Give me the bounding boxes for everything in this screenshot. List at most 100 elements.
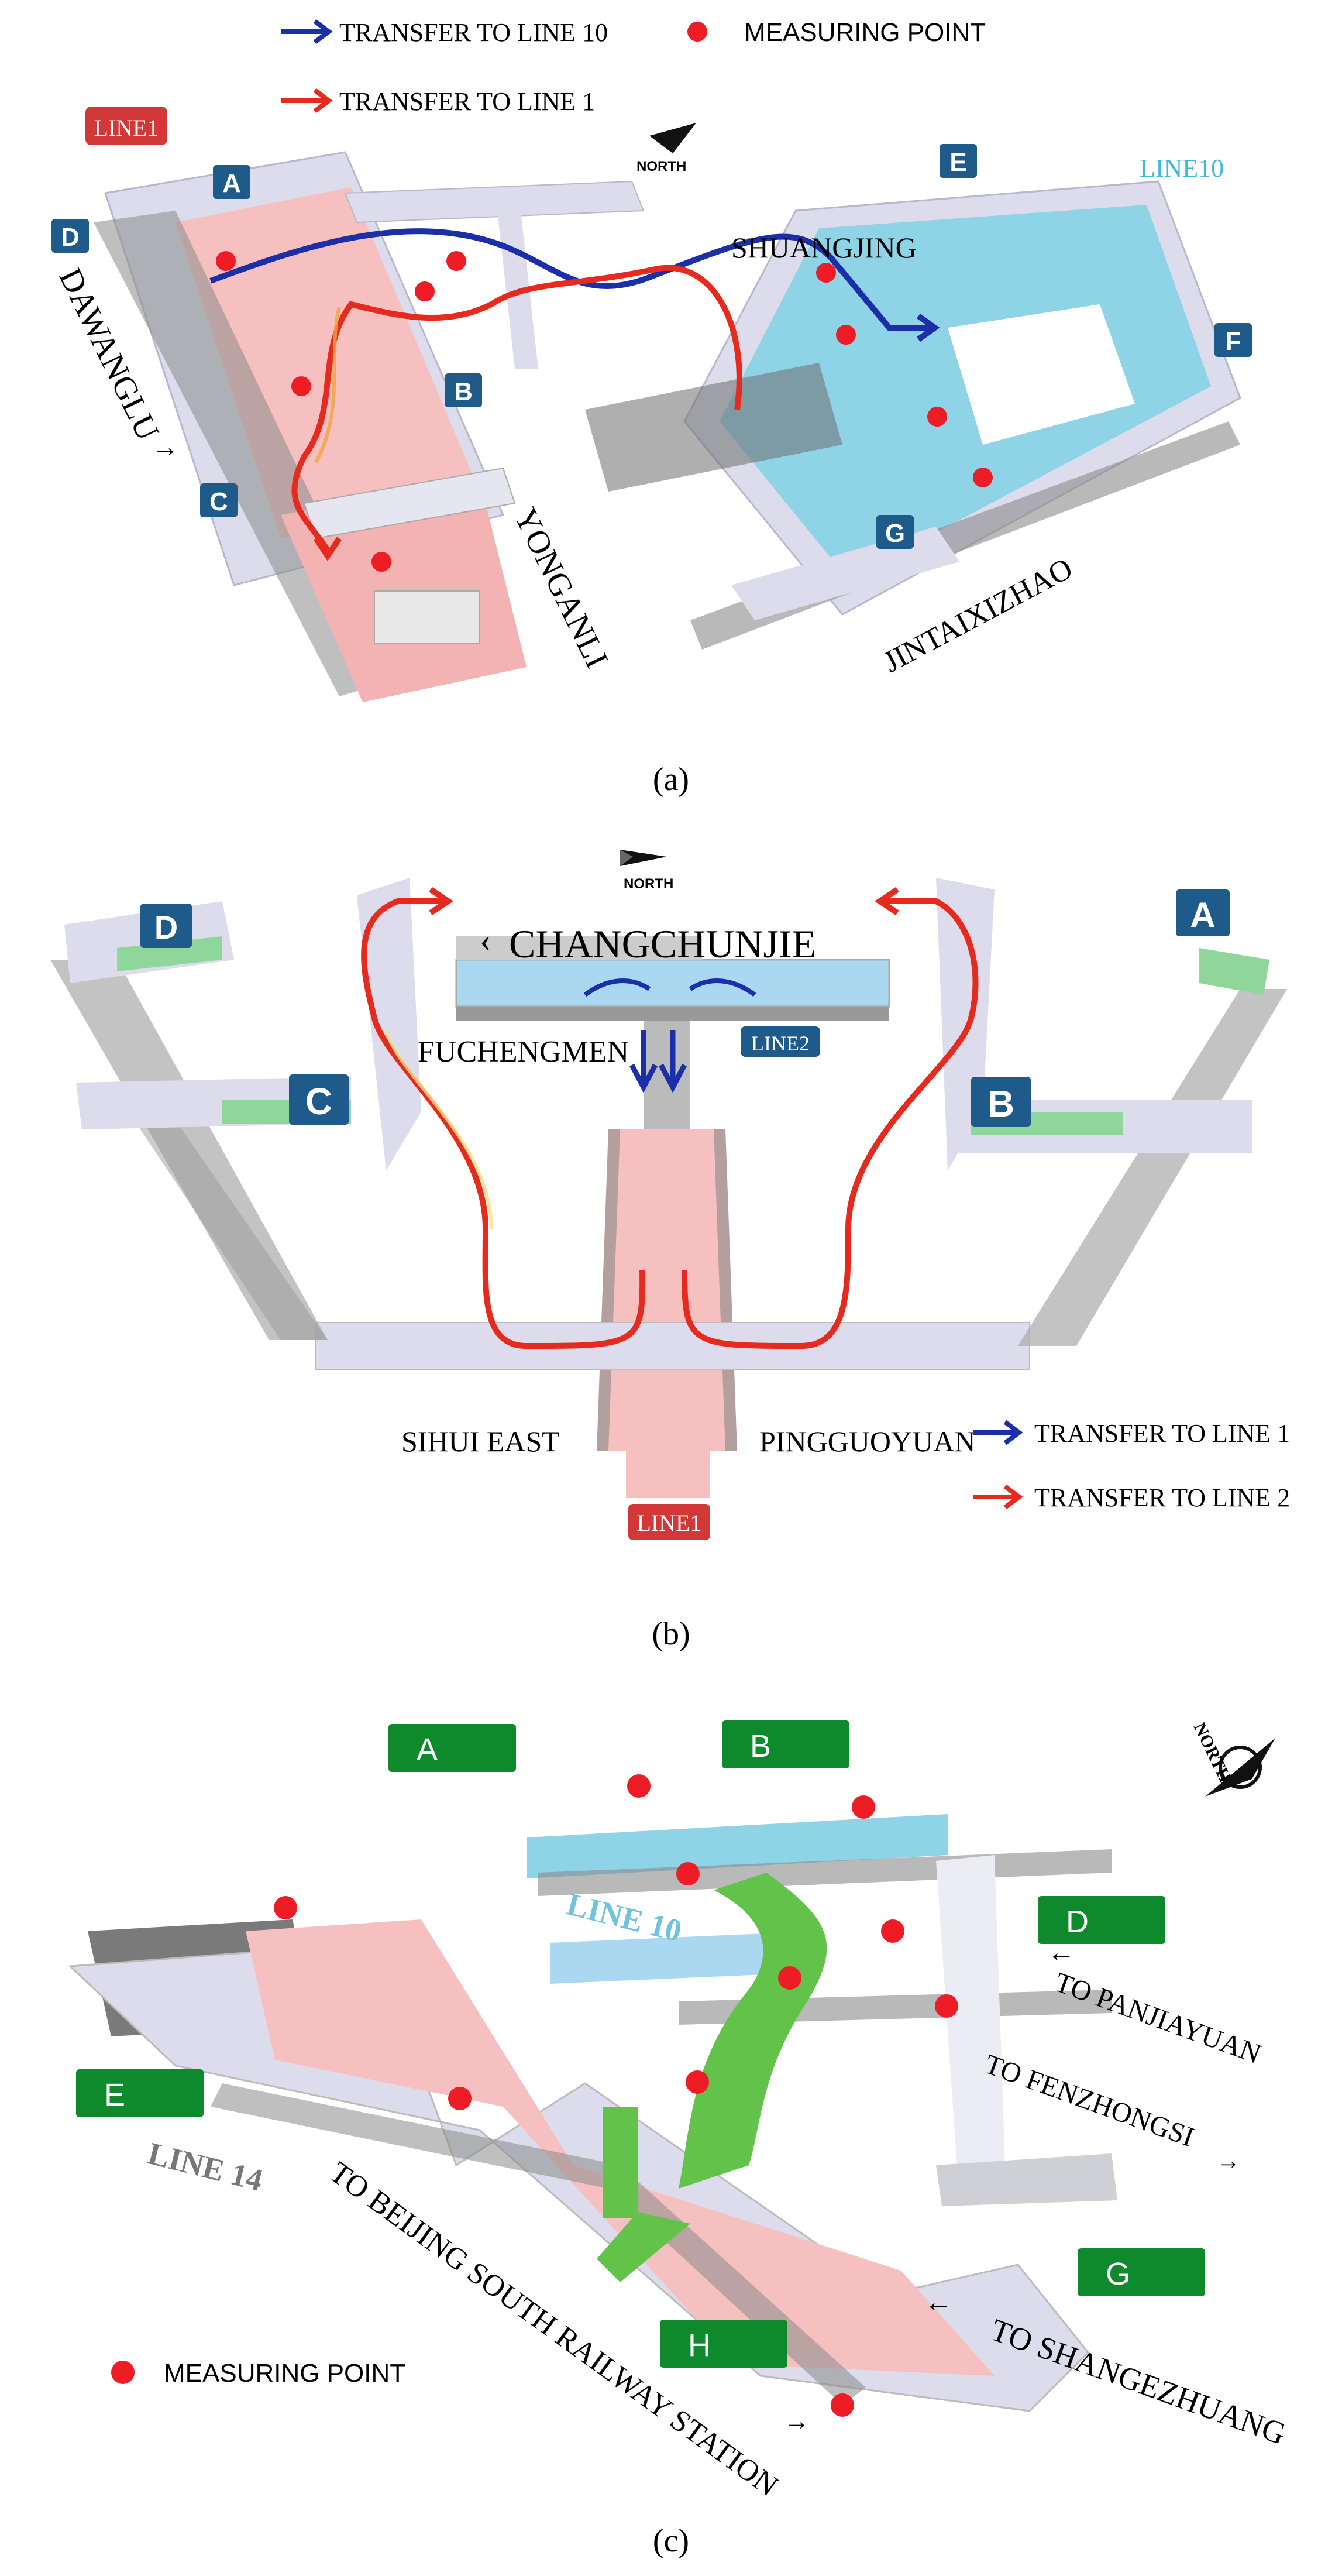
direction-changchunjie: CHANGCHUNJIE [509, 922, 816, 966]
route-b-right-arrowhead-icon [874, 887, 899, 916]
measuring-point [816, 263, 836, 283]
route-transfer-to-line1 [291, 265, 742, 552]
line1-badge-b [628, 1504, 710, 1540]
entrance-a-c: A [388, 1724, 516, 1772]
direction-changchunjie-arrow-icon: ‹ [480, 921, 491, 959]
route-line1-arrowhead-icon [313, 537, 342, 562]
legend-c-measuring-point-icon [111, 2361, 135, 2384]
measuring-point [448, 2087, 472, 2110]
entrance-a-a-label: A [222, 169, 241, 198]
measuring-points-a [216, 251, 993, 572]
line1-badge-b-label: LINE1 [636, 1510, 701, 1536]
entrance-e-a-label: E [949, 148, 966, 177]
entrance-b-b: B [971, 1077, 1031, 1127]
direction-fuchengmen: FUCHENGMEN [418, 1035, 629, 1069]
entrance-d-a: D [51, 219, 89, 253]
line2-badge-b [741, 1026, 820, 1057]
measuring-point [627, 1774, 651, 1798]
line10-label-c: LINE 10 [563, 1886, 685, 1948]
direction-fenzhongsi-arrow-icon: → [1217, 2148, 1240, 2174]
legend-b-transfer-line2-label: TRANSFER TO LINE 2 [1034, 1483, 1290, 1512]
legend-b: TRANSFER TO LINE 1 TRANSFER TO LINE 2 [973, 1419, 1290, 1512]
legend-b-transfer-line1-arrow-icon [973, 1420, 1023, 1445]
legend-transfer-line1-arrow-icon [281, 88, 333, 114]
measuring-point [881, 1919, 904, 1943]
measuring-point [291, 376, 311, 396]
route-b-left-arrowhead-icon [429, 887, 454, 916]
line14-label-c: LINE 14 [144, 2135, 266, 2197]
measuring-point [274, 1896, 297, 1919]
entrance-d-c-label: D [1066, 1904, 1089, 1939]
route-b-to-line2-left [361, 898, 646, 1349]
line10-badge-a-label: LINE10 [1140, 154, 1224, 183]
direction-beijing-south-arrow-icon: → [784, 2407, 810, 2436]
entrance-a-c-label: A [417, 1732, 438, 1767]
entrance-c-a: C [200, 483, 238, 517]
legend-transfer-line10-arrow-icon [281, 19, 333, 44]
entrance-a-b-label: A [1190, 895, 1215, 935]
line10-station-a [585, 180, 1241, 650]
direction-to-panjiayuan: TO PANJIAYUAN [1051, 1967, 1265, 2070]
north-arrow-b-icon [620, 850, 667, 866]
measuring-point [371, 552, 391, 572]
entrance-b-c: B [722, 1720, 849, 1768]
entrance-b-c-label: B [750, 1729, 771, 1764]
north-arrow-c-icon [1205, 1738, 1275, 1797]
measuring-point [778, 1966, 801, 1990]
entrance-d-b-label: D [154, 909, 178, 946]
route-transfer-to-line10 [209, 228, 930, 331]
measuring-points-c [274, 1774, 958, 2417]
entrance-e-c-label: E [104, 2077, 125, 2113]
legend-b-transfer-line1-label: TRANSFER TO LINE 1 [1034, 1419, 1290, 1448]
entrance-e-c: E [76, 2069, 204, 2117]
entrance-e-a: E [940, 144, 977, 178]
line1-badge-a [85, 107, 167, 145]
entrance-a-a: A [213, 165, 250, 199]
entrance-g-c: G [1078, 2248, 1205, 2296]
direction-to-fenzhongsi: TO FENZHONGSI [980, 2049, 1198, 2153]
measuring-point [446, 251, 466, 271]
route-line10-arrowhead-icon [917, 313, 940, 342]
legend-measuring-point-label: MEASURING POINT [744, 18, 986, 47]
north-arrow-a-icon [649, 123, 696, 153]
entrance-b-b-label: B [987, 1083, 1014, 1125]
entrance-d-b: D [140, 904, 192, 948]
route-b-to-line2-right [682, 898, 979, 1349]
route-b-to-line1-arrows-icon [583, 978, 756, 1093]
direction-shangezhuang-arrow-icon: ← [924, 2287, 952, 2318]
entrance-f-a: F [1214, 323, 1252, 357]
line1-badge-a-label: LINE1 [94, 115, 159, 141]
panel-b: NORTH [50, 850, 1290, 1652]
entrance-c-b-label: C [305, 1080, 332, 1122]
entrance-g-a: G [876, 515, 914, 549]
entrance-d-a-label: D [61, 223, 80, 252]
legend-b-transfer-line2-arrow-icon [973, 1484, 1023, 1510]
legend-c-measuring-point-label: MEASURING POINT [164, 2359, 405, 2388]
measuring-point [415, 281, 435, 301]
entrance-g-a-label: G [885, 519, 905, 548]
legend-transfer-line10-label: TRANSFER TO LINE 10 [339, 18, 608, 47]
legend-measuring-point-icon [687, 22, 707, 42]
entrance-h-c: H [660, 2320, 787, 2368]
panel-a: TRANSFER TO LINE 10 MEASURING POINT TRAN… [51, 18, 1252, 798]
north-label-a: NORTH [636, 159, 686, 174]
measuring-point [927, 407, 947, 427]
entrance-d-c: D [1038, 1896, 1165, 1944]
measuring-point [935, 1994, 958, 2018]
entrance-a-b: A [1176, 889, 1230, 936]
measuring-point [676, 1862, 700, 1885]
measuring-point [973, 468, 993, 487]
north-label-b: NORTH [624, 876, 673, 892]
legend-transfer-line1-label: TRANSFER TO LINE 1 [339, 87, 595, 116]
legend-a: TRANSFER TO LINE 10 MEASURING POINT TRAN… [281, 18, 986, 116]
caption-c: (c) [653, 2523, 689, 2559]
entrance-c-a-label: C [209, 487, 228, 516]
caption-b: (b) [652, 1616, 690, 1652]
entrance-c-b: C [289, 1074, 349, 1125]
direction-shuangjing: SHUANGJING [731, 231, 917, 264]
direction-panjiayuan-arrow-icon: ← [1047, 1937, 1075, 1968]
direction-yonganli: YONGANLI [507, 503, 615, 674]
measuring-point [836, 325, 856, 345]
caption-a: (a) [653, 761, 689, 798]
